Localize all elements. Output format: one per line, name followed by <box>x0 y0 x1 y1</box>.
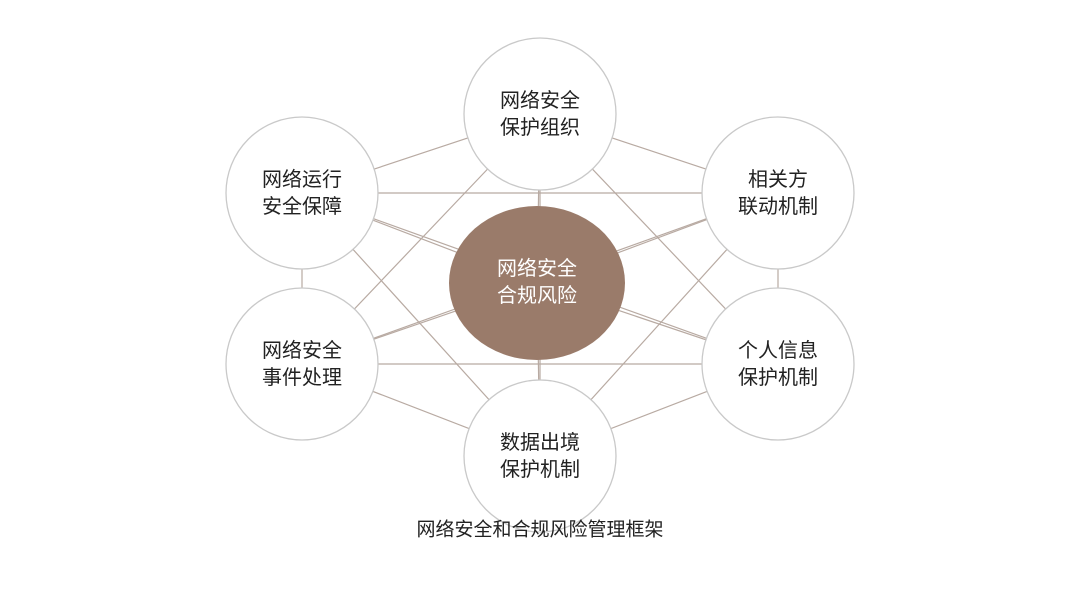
node-bottom-line-2: 保护机制 <box>500 457 580 481</box>
node-top-line-1: 网络安全 <box>500 88 580 112</box>
node-upper-right-line-1: 相关方 <box>748 167 808 191</box>
diagram-caption: 网络安全和合规风险管理框架 <box>416 518 664 541</box>
node-lower-right-line-2: 保护机制 <box>738 365 818 389</box>
node-circle-lower-left <box>225 287 379 441</box>
center-node-line-2: 合规风险 <box>497 283 577 307</box>
node-bottom-line-1: 数据出境 <box>500 430 580 454</box>
node-label-lower-right: 个人信息 保护机制 <box>738 337 818 391</box>
node-lower-left-line-1: 网络安全 <box>262 338 342 362</box>
center-node-label: 网络安全 合规风险 <box>497 255 577 309</box>
center-node-ellipse <box>449 206 625 360</box>
node-top-line-2: 保护组织 <box>500 115 580 139</box>
node-lower-right-line-1: 个人信息 <box>738 338 818 362</box>
node-circle-bottom <box>463 379 617 533</box>
node-label-top: 网络安全 保护组织 <box>500 87 580 141</box>
node-upper-left-line-2: 安全保障 <box>262 194 342 218</box>
node-circle-top <box>463 37 617 191</box>
node-label-upper-left: 网络运行 安全保障 <box>262 166 342 220</box>
node-circle-upper-right <box>701 116 855 270</box>
center-node-line-1: 网络安全 <box>497 256 577 280</box>
node-label-lower-left: 网络安全 事件处理 <box>262 337 342 391</box>
node-circle-upper-left <box>225 116 379 270</box>
node-circle-lower-right <box>701 287 855 441</box>
node-lower-left-line-2: 事件处理 <box>262 365 342 389</box>
node-upper-right-line-2: 联动机制 <box>738 194 818 218</box>
node-upper-left-line-1: 网络运行 <box>262 167 342 191</box>
node-label-upper-right: 相关方 联动机制 <box>738 166 818 220</box>
node-label-bottom: 数据出境 保护机制 <box>500 429 580 483</box>
